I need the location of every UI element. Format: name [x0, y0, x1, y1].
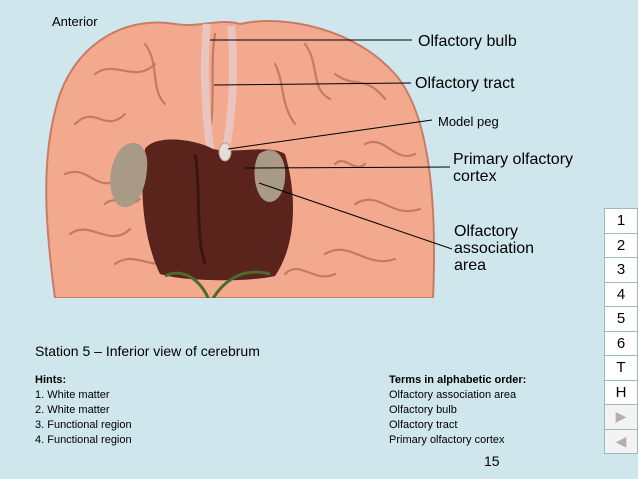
hints-list: Hints: 1. White matter 2. White matter 3…: [35, 373, 132, 448]
primary-olfactory-cortex-line1: Primary olfactory: [453, 151, 574, 168]
nav-button-3[interactable]: 3: [605, 258, 637, 283]
term-item: Primary olfactory cortex: [389, 434, 505, 446]
hint-item: 1. White matter: [35, 389, 110, 401]
hints-heading: Hints:: [35, 374, 67, 386]
olfactory-association-area-label: Olfactory association area: [454, 223, 534, 274]
olfactory-bulb-label: Olfactory bulb: [418, 33, 517, 50]
terms-heading: Terms in alphabetic order:: [389, 374, 527, 386]
nav-button-6[interactable]: 6: [605, 331, 637, 356]
olfactory-association-line3: area: [454, 257, 487, 274]
hint-item: 4. Functional region: [35, 434, 132, 446]
olfactory-tract-label: Olfactory tract: [415, 75, 515, 92]
model-peg-label: Model peg: [438, 114, 499, 129]
station-title: Station 5 – Inferior view of cerebrum: [35, 343, 260, 359]
hint-item: 2. White matter: [35, 404, 110, 416]
nav-button-t[interactable]: T: [605, 356, 637, 381]
next-slide-button[interactable]: ▶: [605, 405, 637, 430]
nav-button-1[interactable]: 1: [605, 209, 637, 234]
play-left-icon: ◀: [615, 432, 627, 449]
nav-button-h[interactable]: H: [605, 380, 637, 405]
term-item: Olfactory association area: [389, 389, 517, 401]
term-item: Olfactory bulb: [389, 404, 457, 416]
nav-button-5[interactable]: 5: [605, 307, 637, 332]
page-number: 15: [484, 453, 500, 469]
nav-button-4[interactable]: 4: [605, 282, 637, 307]
olfactory-association-line1: Olfactory: [454, 223, 519, 240]
anterior-label: Anterior: [52, 14, 98, 29]
term-item: Olfactory tract: [389, 419, 458, 431]
olfactory-association-line2: association: [454, 240, 535, 257]
terms-list: Terms in alphabetic order: Olfactory ass…: [389, 373, 526, 448]
slide-nav: 1 2 3 4 5 6 T H ▶ ◀: [604, 208, 638, 454]
play-right-icon: ▶: [615, 408, 627, 425]
primary-olfactory-cortex-line2: cortex: [453, 168, 497, 185]
previous-slide-button[interactable]: ◀: [605, 429, 637, 454]
nav-button-2[interactable]: 2: [605, 233, 637, 258]
brain-model-photo: [35, 4, 440, 298]
primary-olfactory-cortex-label: Primary olfactory cortex: [453, 151, 573, 185]
hint-item: 3. Functional region: [35, 419, 132, 431]
